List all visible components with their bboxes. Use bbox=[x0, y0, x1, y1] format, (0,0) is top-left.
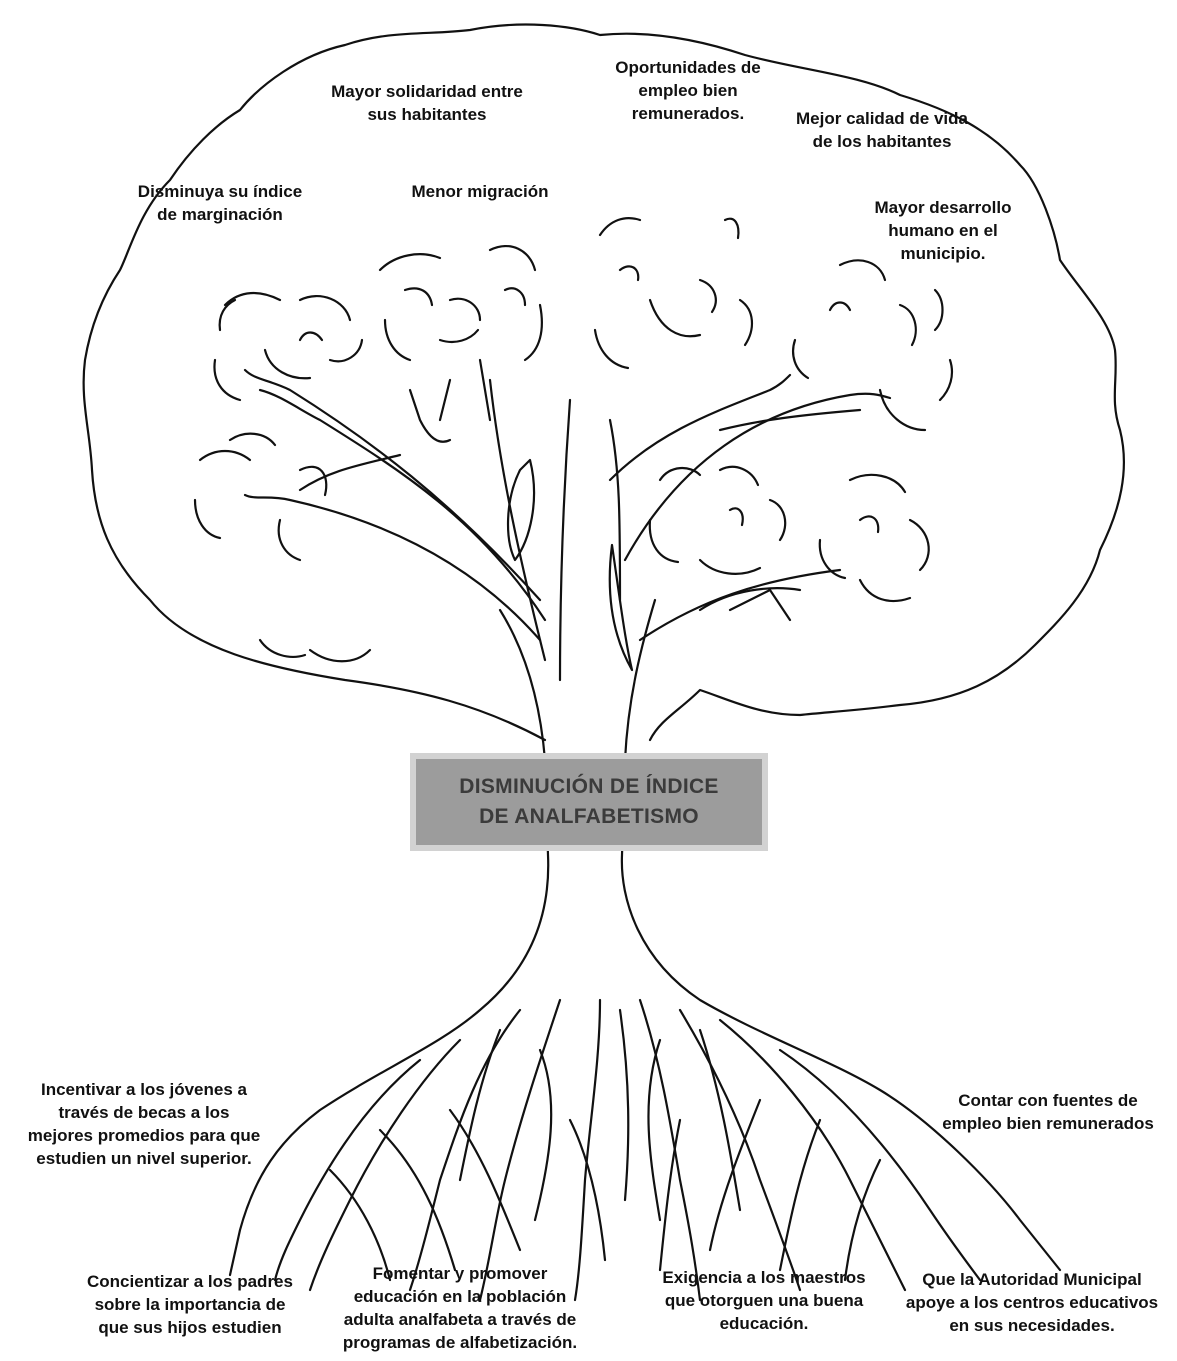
trunk-right bbox=[620, 598, 1062, 1272]
central-problem-box: DISMINUCIÓN DE ÍNDICE DE ANALFABETISMO bbox=[410, 753, 768, 851]
roots bbox=[408, 1008, 522, 1292]
effect-label-migracion: Menor migración bbox=[411, 182, 549, 201]
trunk-left bbox=[228, 608, 550, 1277]
canopy-outline bbox=[82, 23, 1126, 742]
central-problem-line-1: DISMINUCIÓN DE ÍNDICE bbox=[459, 775, 719, 798]
central-problem-line-2: DE ANALFABETISMO bbox=[479, 805, 699, 828]
